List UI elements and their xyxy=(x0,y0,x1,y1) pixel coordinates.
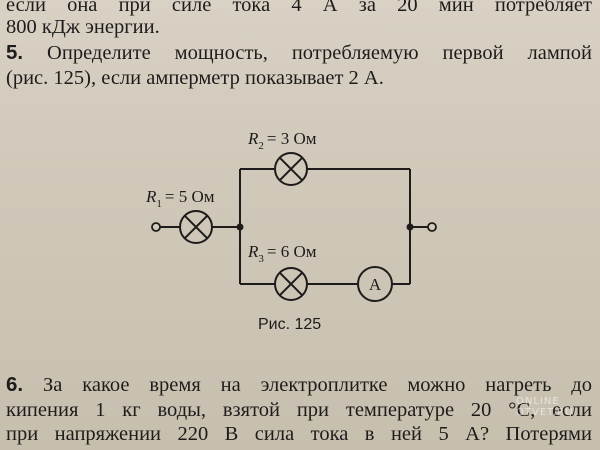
problem-5-number: 5. xyxy=(6,41,24,64)
problem-6-line-2: кипения 1 кг воды, взятой при температур… xyxy=(6,399,592,421)
text-line-prev-problem: если она при силе тока 4 А за 20 мин пот… xyxy=(6,0,592,16)
problem-5-line-2: (рис. 125), если амперметр показывает 2 … xyxy=(6,67,384,89)
left-terminal xyxy=(151,222,161,232)
lamp-r3-icon xyxy=(274,267,308,301)
r2-label: R2= 3 Ом xyxy=(247,129,317,152)
right-terminal xyxy=(427,222,437,232)
figure-caption: Рис. 125 xyxy=(258,316,322,333)
ammeter-icon: A xyxy=(357,266,393,302)
r1-label: R1= 5 Ом xyxy=(145,187,215,210)
junction-node-right xyxy=(406,223,414,231)
lamp-r2-icon xyxy=(274,152,308,186)
problem-6-line-3: при напряжении 220 В сила тока в ней 5 А… xyxy=(6,423,592,445)
problem-6-line-1: 6. За какое время на электроплитке можно… xyxy=(6,373,592,397)
junction-node-left xyxy=(236,223,244,231)
lamp-r1-icon xyxy=(179,210,213,244)
ammeter-label: A xyxy=(369,275,382,294)
problem-5-text-1: Определите мощность, потребляемую первой… xyxy=(47,42,592,64)
watermark-logo: ONLINE OTVET.RU xyxy=(516,396,574,418)
problem-5-line-1: 5. Определите мощность, потребляемую пер… xyxy=(6,41,592,65)
problem-6-text-1: За какое время на электроплитке можно на… xyxy=(42,374,592,396)
text-line-prev-problem-end: 800 кДж энергии. xyxy=(6,16,160,38)
problem-6-number: 6. xyxy=(6,373,24,396)
r3-label: R3= 6 Ом xyxy=(247,242,317,265)
